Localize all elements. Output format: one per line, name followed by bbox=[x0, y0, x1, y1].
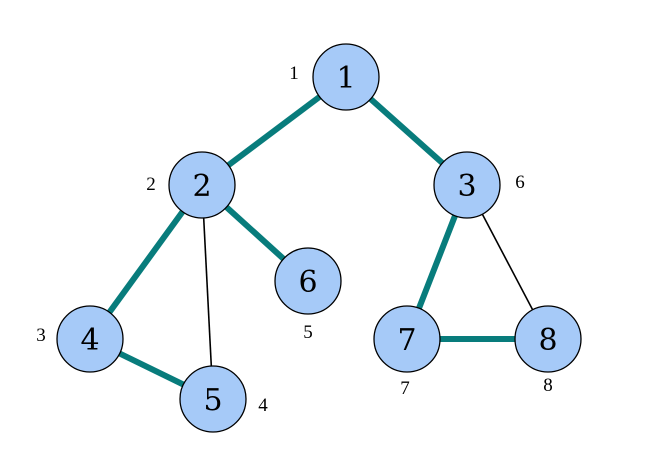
node-4: 4 bbox=[56, 305, 124, 373]
order-label-1: 1 bbox=[289, 63, 299, 84]
edge-2-5 bbox=[201, 184, 214, 400]
node-1: 1 bbox=[312, 43, 380, 111]
order-label-3: 6 bbox=[515, 172, 525, 193]
node-circle bbox=[433, 151, 501, 219]
node-circle bbox=[274, 247, 342, 315]
node-label: 4 bbox=[80, 323, 99, 358]
node-circle bbox=[514, 305, 582, 373]
node-label: 2 bbox=[192, 169, 211, 204]
node-circle bbox=[168, 151, 236, 219]
node-circle bbox=[179, 365, 247, 433]
edges-layer bbox=[87, 74, 549, 402]
node-8: 8 bbox=[514, 305, 582, 373]
node-label: 6 bbox=[298, 265, 317, 300]
node-label: 5 bbox=[203, 383, 222, 418]
node-label: 3 bbox=[457, 169, 476, 204]
node-label: 7 bbox=[397, 323, 416, 358]
node-7: 7 bbox=[373, 305, 441, 373]
order-label-8: 8 bbox=[543, 375, 553, 396]
node-3: 3 bbox=[433, 151, 501, 219]
order-label-2: 2 bbox=[146, 174, 156, 195]
node-2: 2 bbox=[168, 151, 236, 219]
order-label-5: 4 bbox=[258, 395, 268, 416]
order-labels-layer: 1 2 6 3 4 5 7 8 bbox=[36, 63, 553, 416]
order-label-7: 7 bbox=[400, 378, 410, 399]
node-5: 5 bbox=[179, 365, 247, 433]
order-label-4: 3 bbox=[36, 325, 46, 346]
node-circle bbox=[312, 43, 380, 111]
node-circle bbox=[373, 305, 441, 373]
node-label: 1 bbox=[336, 61, 355, 96]
node-6: 6 bbox=[274, 247, 342, 315]
order-label-6: 5 bbox=[303, 322, 313, 343]
node-label: 8 bbox=[538, 323, 557, 358]
nodes-layer: 1 2 3 4 5 6 7 8 bbox=[56, 43, 582, 433]
node-circle bbox=[56, 305, 124, 373]
